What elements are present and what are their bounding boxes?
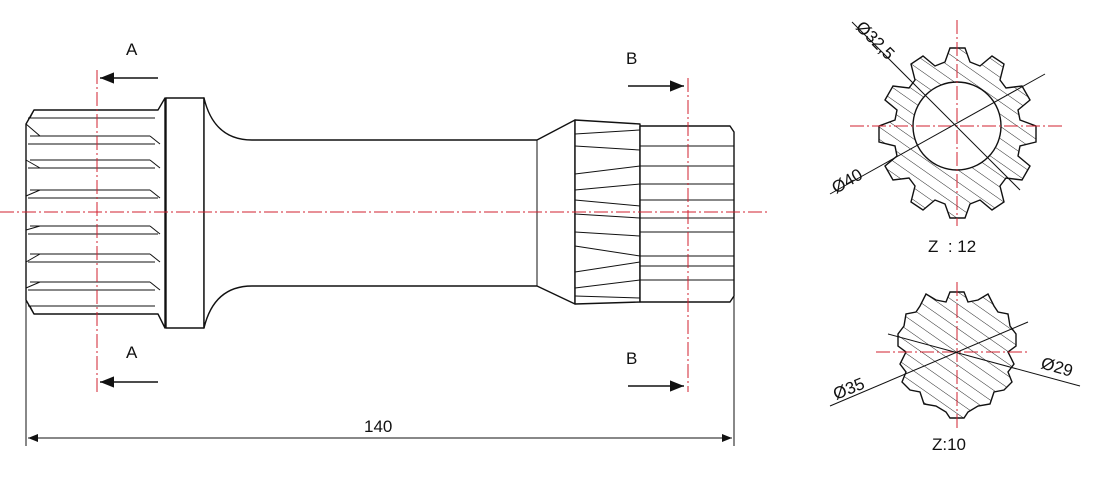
left-spline-section [25,97,166,329]
section-a-top-label: A [126,40,138,59]
shaft-body [203,97,576,329]
section-a-view: Ø32,5 Ø40 Z : 12 [829,17,1062,256]
section-a-inner-diameter-leader [851,21,1021,191]
section-b-outer-diameter-label: Ø35 [830,374,867,404]
section-a-outer-diameter-label: Ø40 [829,165,866,198]
section-b-inner-diameter-leader [887,333,1081,387]
section-b-teeth-label: Z:10 [932,435,966,454]
section-b-top-label: B [626,49,637,68]
section-b-bottom-label: B [626,349,637,368]
section-a-bottom-label: A [126,343,138,362]
collar [165,97,205,329]
section-a-outer-diameter-leader [829,73,1046,195]
section-b-outer-diameter-leader [829,321,1029,407]
section-a-inner-diameter-label: Ø32,5 [852,17,898,63]
overall-length-dimension: 140 [25,296,735,446]
overall-length-label: 140 [364,417,392,436]
shaft-side-view: A A B B 140 [0,40,770,446]
section-b-view: Ø35 Ø29 Z:10 [829,282,1081,454]
section-a-teeth-label: Z : 12 [928,237,976,256]
